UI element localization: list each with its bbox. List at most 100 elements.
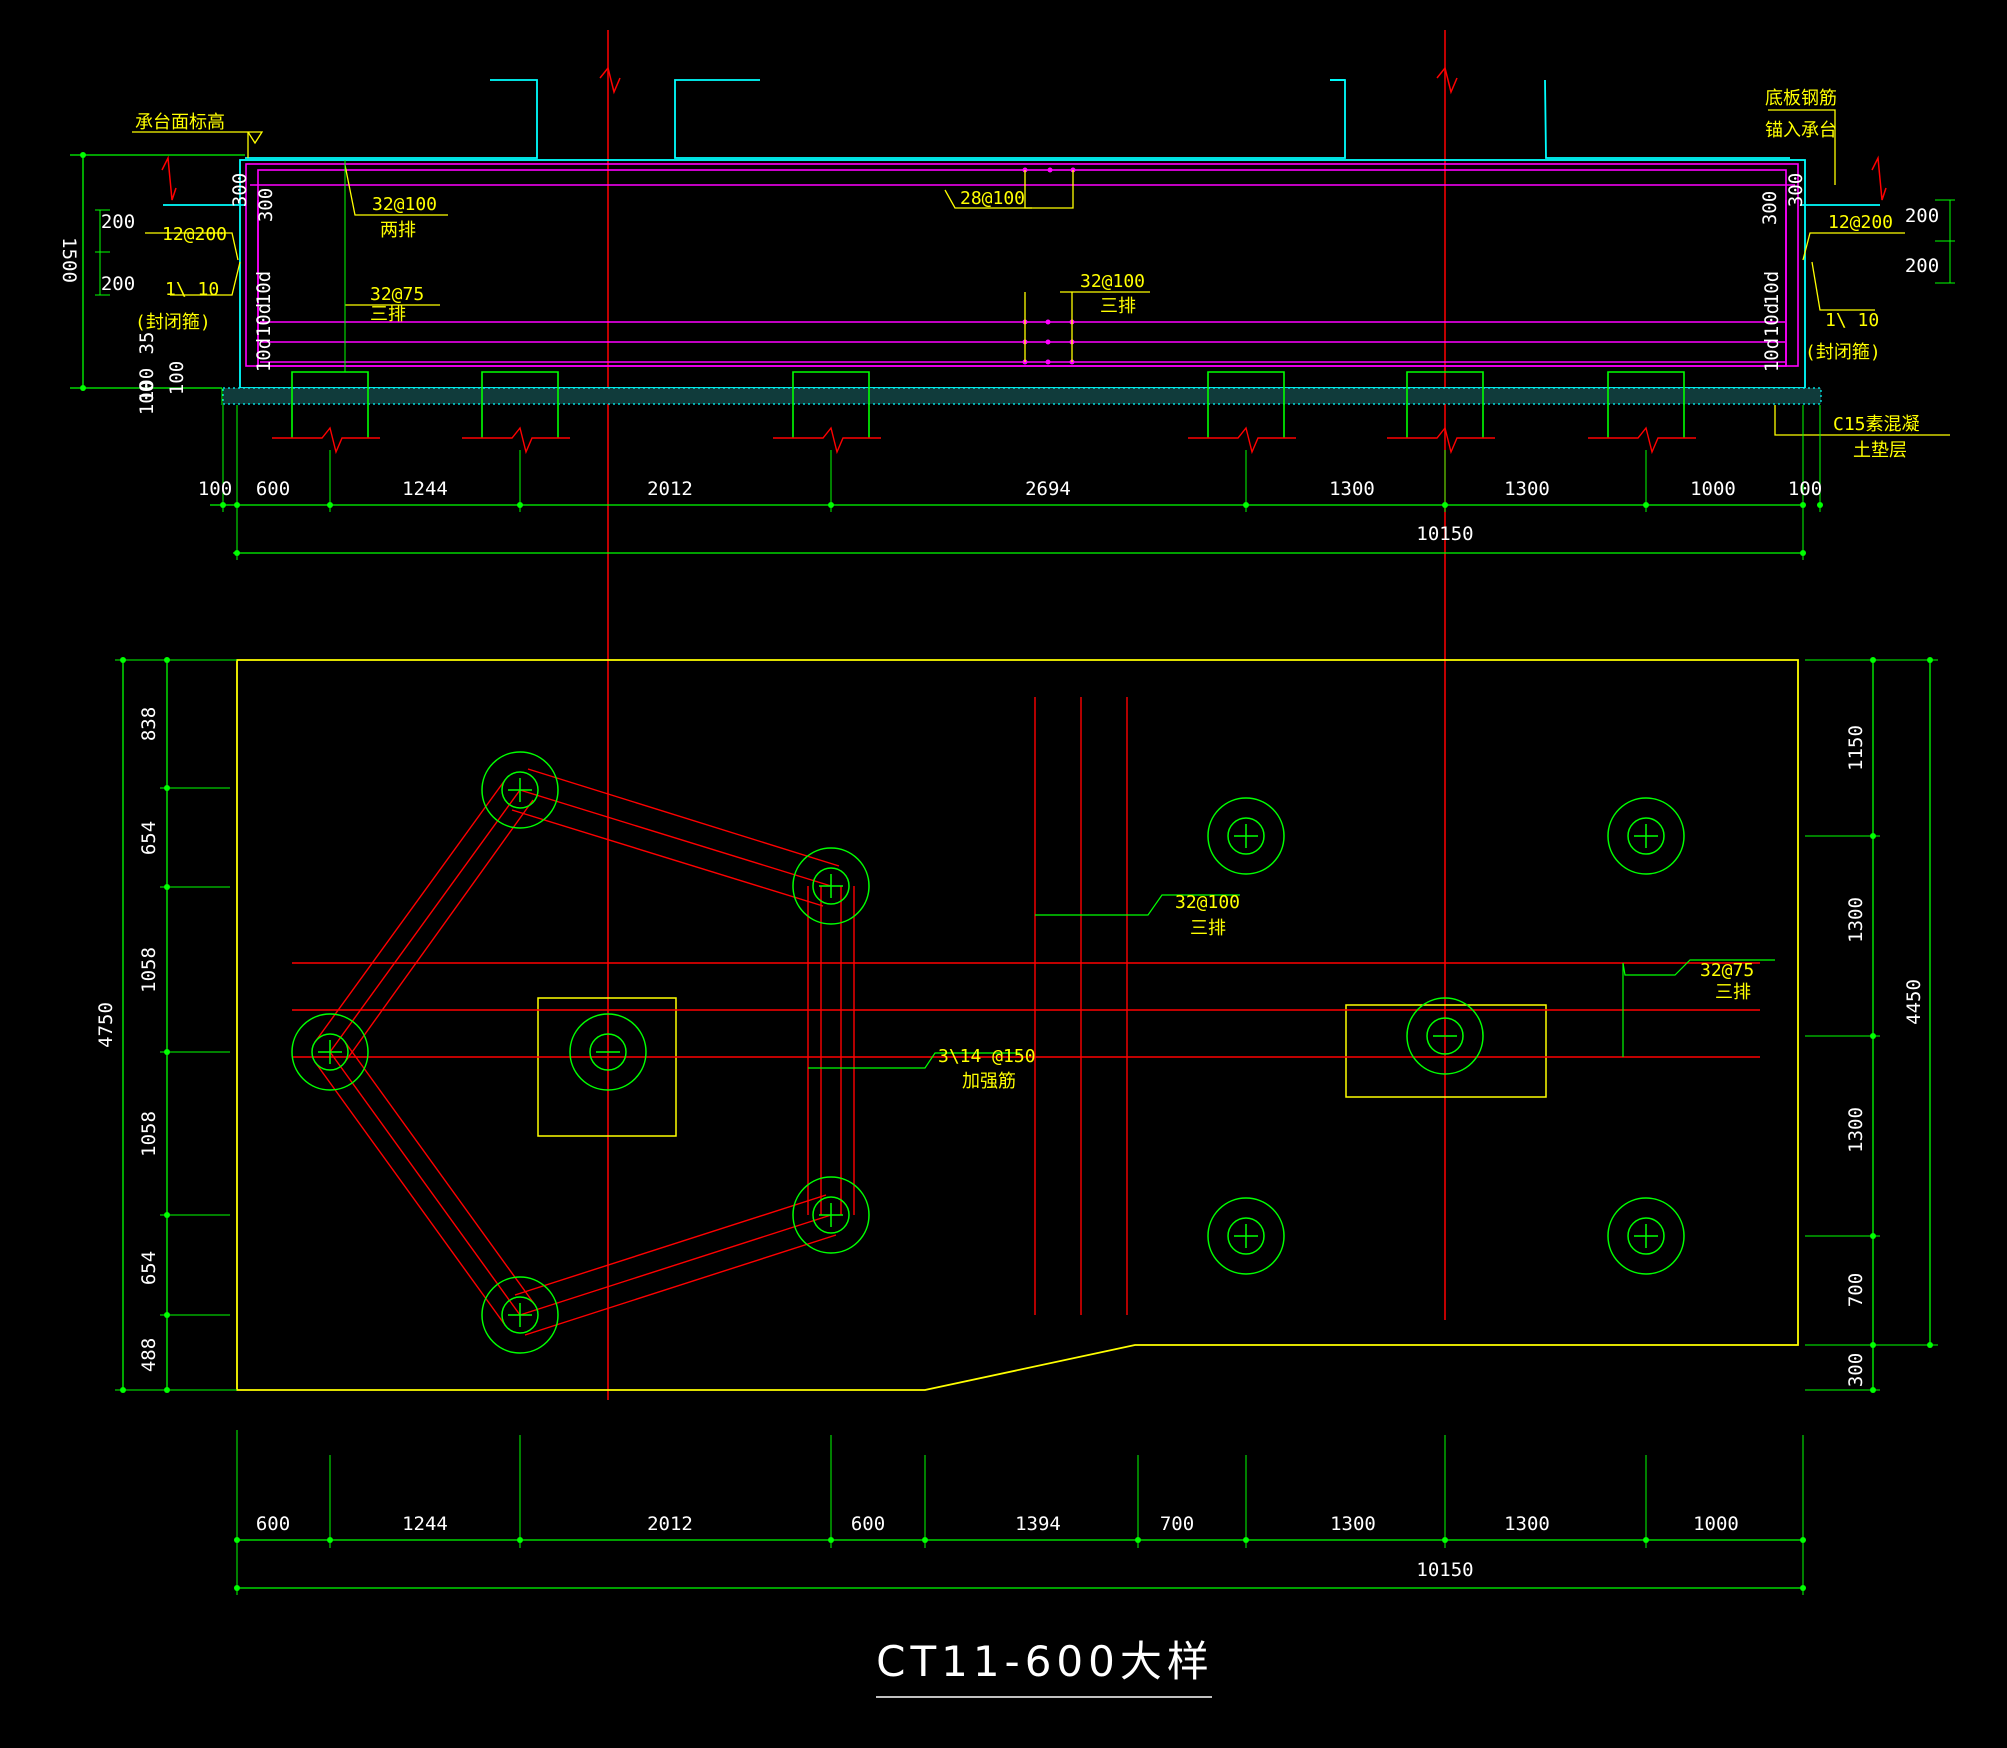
pile-cap-outline [236, 659, 1799, 1391]
plan-right-dim-3: 1300 [1845, 1107, 1867, 1153]
three-rows-label-a: 三排 [370, 304, 406, 325]
plan-three-rows-a: 三排 [1190, 918, 1226, 939]
pile-8 [1607, 797, 1685, 875]
plan-dim-text: 600 1244 2012 600 1394 700 1300 1300 100… [95, 707, 1925, 1581]
section-dim-5: 2694 [1025, 478, 1071, 500]
section-view: 100 600 1244 2012 2694 1300 1300 1000 10… [58, 79, 1955, 560]
pile-11 [1607, 1197, 1685, 1275]
section-left-200b: 200 [101, 273, 135, 295]
pile-2 [792, 847, 870, 925]
drawing-title: CT11-600大样 [876, 1637, 1214, 1686]
plan-bar-32-100-label: 32@100 [1175, 892, 1240, 913]
cap-top-elevation-label: 承台面标高 [135, 112, 225, 133]
section-dim-9: 100 [1788, 478, 1822, 500]
cover-300-left-a: 300 [229, 173, 251, 207]
plan-total-width: 10150 [1416, 1559, 1473, 1581]
ten-d-right-3: 10d [1761, 271, 1783, 305]
plan-left-dim-1: 838 [138, 707, 160, 741]
section-dim-2: 600 [256, 478, 290, 500]
cover-300-left-b: 300 [255, 188, 277, 222]
ten-d-right-1: 10d [1761, 338, 1783, 372]
title-block: CT11-600大样 [876, 1637, 1214, 1698]
plan-bar-3-14-150-label: 3\14 @150 [938, 1046, 1036, 1067]
plan-total-height-left: 4750 [95, 1002, 117, 1048]
plan-left-dim-4: 1058 [138, 1111, 160, 1157]
ten-d-left-2: 10d [253, 303, 275, 337]
c15-label-2: 土垫层 [1853, 440, 1907, 461]
pile-break-lines [272, 426, 1696, 455]
section-right-200a: 200 [1905, 205, 1939, 227]
plan-leaders [808, 894, 1775, 1069]
plan-total-height-right: 4450 [1903, 979, 1925, 1025]
plan-bar-32-75-label: 32@75 [1700, 960, 1754, 981]
pile-7 [1207, 797, 1285, 875]
plan-reinforcement-label: 加强筋 [962, 1071, 1016, 1092]
bar-32-100-top-label: 32@100 [372, 194, 437, 215]
bar-32-100-mid-label: 32@100 [1080, 271, 1145, 292]
section-dim-extensions [95, 160, 1955, 560]
section-dim-7: 1300 [1504, 478, 1550, 500]
three-rows-label-b: 三排 [1100, 296, 1136, 317]
plan-dim-5: 1394 [1015, 1513, 1061, 1535]
section-dim-8: 1000 [1690, 478, 1736, 500]
plan-dim-2: 1244 [402, 1513, 448, 1535]
plan-annotations: 32@100 三排 32@75 三排 3\14 @150 加强筋 [938, 892, 1754, 1092]
section-height-1500: 1500 [58, 237, 80, 283]
plan-left-dim-3: 1058 [138, 947, 160, 993]
plan-left-dim-6: 488 [138, 1338, 160, 1372]
bar-1-10-right-label: 1\ 10 [1825, 310, 1879, 331]
rebar-dots [1022, 167, 1076, 365]
plan-dim-8: 1300 [1504, 1513, 1550, 1535]
plan-three-rows-b: 三排 [1715, 982, 1751, 1003]
plan-right-dim-4: 700 [1845, 1273, 1867, 1307]
column-break-marks [161, 155, 1887, 201]
section-left-35: 35 [136, 332, 158, 355]
plan-dim-4: 600 [851, 1513, 885, 1535]
pile-10 [1207, 1197, 1285, 1275]
plan-left-dim-5: 654 [138, 1251, 160, 1285]
section-left-100b: 100 [166, 361, 188, 395]
c15-label-1: C15素混凝 [1833, 414, 1920, 435]
plan-dim-extensions [115, 659, 1938, 1595]
pile-3 [291, 1013, 369, 1091]
pile-5 [792, 1176, 870, 1254]
axis-lines [599, 30, 1458, 1400]
plan-rebar [292, 697, 1760, 1336]
section-dim-6: 1300 [1329, 478, 1375, 500]
plan-piles [291, 751, 1685, 1354]
section-right-200b: 200 [1905, 255, 1939, 277]
ten-d-right-2: 10d [1761, 303, 1783, 337]
plan-dim-3: 2012 [647, 1513, 693, 1535]
section-dim-text: 100 600 1244 2012 2694 1300 1300 1000 10… [58, 173, 1939, 545]
plan-right-dim-1: 1150 [1845, 725, 1867, 771]
section-annotations: 承台面标高 底板钢筋 锚入承台 32@100 两排 28@100 12@200 … [135, 88, 1920, 461]
plan-dim-ticks [120, 657, 1933, 1591]
bar-28-100-label: 28@100 [960, 188, 1025, 209]
ten-d-left-1: 10d [253, 338, 275, 372]
section-dim-3: 1244 [402, 478, 448, 500]
cover-300-right-a: 300 [1759, 191, 1781, 225]
section-piles [291, 371, 1685, 438]
ten-d-left-3: 10d [253, 271, 275, 305]
bottom-bar-anchor-label-2: 锚入承台 [1765, 120, 1837, 141]
pile-1 [481, 751, 559, 829]
plan-dim-1: 600 [256, 1513, 290, 1535]
pile-9 [1406, 997, 1484, 1075]
plan-dim-7: 1300 [1330, 1513, 1376, 1535]
plan-columns [537, 997, 1547, 1137]
plan-right-dim-5: 300 [1845, 1353, 1867, 1387]
closed-stirrup-left-label: (封闭箍) [135, 312, 211, 333]
plan-dimensions [122, 660, 1931, 1589]
pile-6 [481, 1276, 559, 1354]
section-total: 10150 [1416, 523, 1473, 545]
cover-300-right-b: 300 [1785, 173, 1807, 207]
bottom-bar-anchor-label-1: 底板钢筋 [1765, 88, 1837, 109]
section-left-200a: 200 [101, 211, 135, 233]
section-dim-1: 100 [198, 478, 232, 500]
bar-1-10-left-label: 1\ 10 [165, 279, 219, 300]
section-dimensions [70, 154, 1805, 554]
two-rows-label: 两排 [380, 220, 416, 241]
section-left-100a: 100 [136, 368, 158, 402]
section-left-100c: 100 [136, 381, 158, 415]
